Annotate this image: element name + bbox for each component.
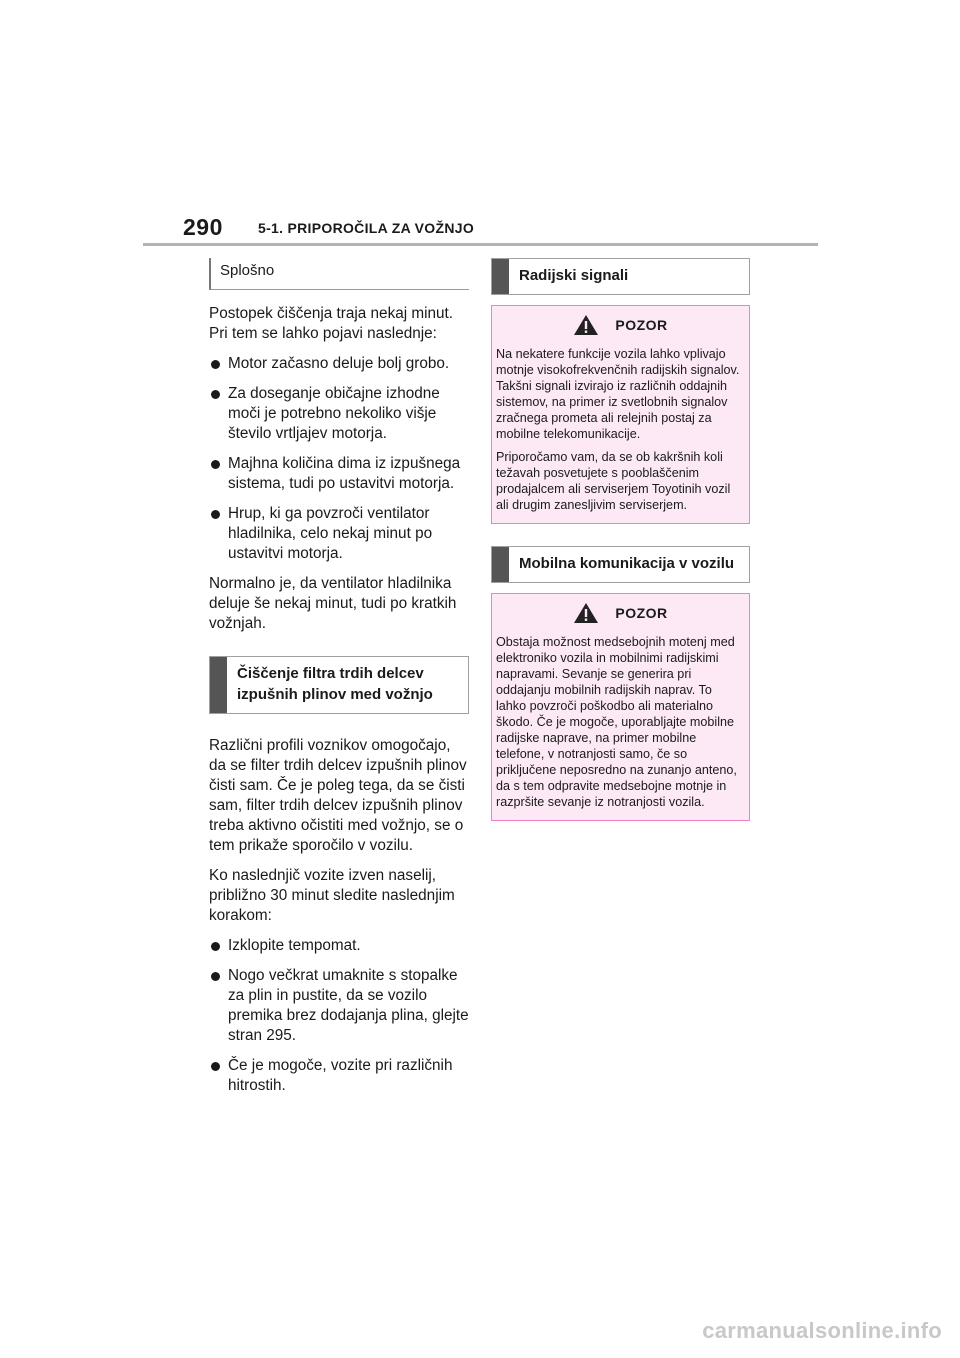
header-rule bbox=[143, 243, 818, 246]
heading-bar bbox=[492, 259, 509, 294]
heading-radio-text: Radijski signali bbox=[519, 267, 629, 284]
heading-filter-text: Čiščenje filtra trdih delcev izpušnih pl… bbox=[237, 665, 433, 703]
heading-radio-signals: Radijski signali bbox=[491, 258, 750, 295]
warning-text: Priporočamo vam, da se ob kakršnih koli … bbox=[496, 450, 731, 512]
section-title: 5-1. PRIPOROČILA ZA VOŽNJO bbox=[258, 220, 475, 236]
bullet-list-effects: Motor začasno deluje bolj grobo. Za dose… bbox=[209, 354, 469, 564]
list-item: Nogo večkrat umaknite s stopalke za plin… bbox=[209, 966, 469, 1046]
warning-box-radio: POZOR Na nekatere funkcije vozila lahko … bbox=[491, 305, 750, 524]
warning-box-mobile: POZOR Obstaja možnost medsebojnih motenj… bbox=[491, 593, 750, 821]
paragraph-fan-normal: Normalno je, da ventilator hladilnika de… bbox=[209, 575, 457, 632]
heading-bar bbox=[210, 657, 227, 713]
heading-mobile-communication: Mobilna komunikacija v vozilu bbox=[491, 546, 750, 583]
heading-bar bbox=[492, 547, 509, 582]
list-item: Motor začasno deluje bolj grobo. bbox=[209, 354, 469, 374]
heading-filter-cleaning: Čiščenje filtra trdih delcev izpušnih pl… bbox=[209, 656, 469, 714]
bullet-list-steps: Izklopite tempomat. Nogo večkrat umaknit… bbox=[209, 936, 469, 1096]
warning-triangle-icon bbox=[573, 314, 599, 336]
heading-general: Splošno bbox=[209, 258, 469, 290]
paragraph-next-drive: Ko naslednjič vozite izven naselij, prib… bbox=[209, 867, 455, 924]
left-column: Splošno Postopek čiščenja traja nekaj mi… bbox=[209, 258, 469, 1106]
warning-text: Na nekatere funkcije vozila lahko vpliva… bbox=[496, 347, 740, 441]
warning-header: POZOR bbox=[496, 602, 745, 624]
list-item: Izklopite tempomat. bbox=[209, 936, 469, 956]
list-item: Za doseganje običajne izhodne moči je po… bbox=[209, 384, 469, 444]
heading-mobile-text: Mobilna komunikacija v vozilu bbox=[519, 555, 735, 572]
paragraph-cleaning-duration: Postopek čiščenja traja nekaj minut. Pri… bbox=[209, 305, 454, 342]
list-item: Če je mogoče, vozite pri različnih hitro… bbox=[209, 1056, 469, 1096]
watermark: carmanualsonline.info bbox=[702, 1318, 942, 1343]
right-column: Radijski signali POZOR Na nekatere funkc… bbox=[491, 258, 750, 843]
list-item: Majhna količina dima iz izpušnega sistem… bbox=[209, 454, 469, 494]
warning-header: POZOR bbox=[496, 314, 745, 336]
warning-text: Obstaja možnost medsebojnih motenj med e… bbox=[496, 635, 737, 809]
list-item: Hrup, ki ga povzroči ventilator hladilni… bbox=[209, 504, 469, 564]
warning-title: POZOR bbox=[615, 317, 668, 333]
warning-title: POZOR bbox=[615, 605, 668, 621]
warning-triangle-icon bbox=[573, 602, 599, 624]
page-number: 290 bbox=[183, 214, 223, 240]
paragraph-driver-profiles: Različni profili voznikov omogočajo, da … bbox=[209, 737, 467, 854]
